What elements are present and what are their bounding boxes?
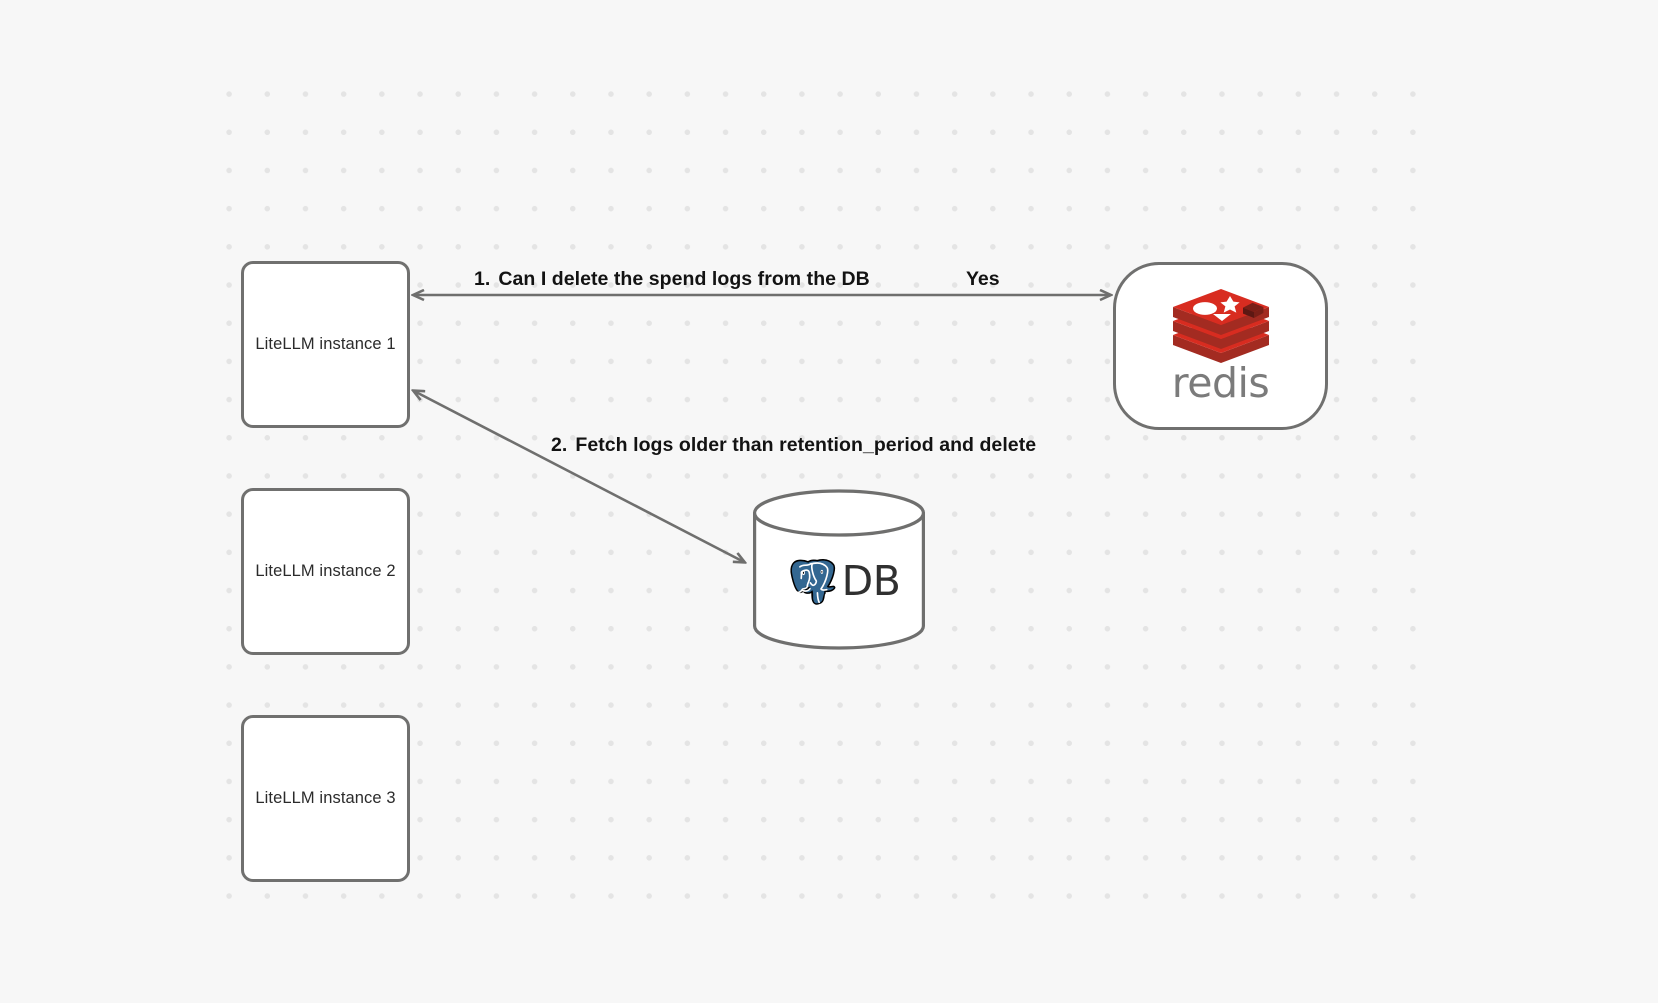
node-label: LiteLLM instance 3 [255,788,396,807]
node-litellm-instance-2[interactable]: LiteLLM instance 2 [241,488,410,655]
redis-wordmark: redis [1171,358,1270,407]
edge-1-reply-label: Yes [966,268,1000,290]
db-content: DB [752,535,926,627]
edge-2-number: 2. [551,434,568,456]
redis-logo-icon [1172,288,1269,363]
node-redis[interactable]: redis [1113,262,1328,430]
node-litellm-instance-3[interactable]: LiteLLM instance 3 [241,715,410,882]
cylinder-shape-icon [752,489,926,650]
db-label: DB [841,556,901,605]
edge-1-text: Can I delete the spend logs from the DB [498,268,870,290]
node-label: LiteLLM instance 2 [255,561,396,580]
node-litellm-instance-1[interactable]: LiteLLM instance 1 [241,261,410,428]
edge-2-text: Fetch logs older than retention_period a… [575,434,1037,456]
edge-2-label: 2. Fetch logs older than retention_period… [551,434,1036,457]
postgresql-elephant-icon [789,559,836,605]
node-database[interactable]: DB [752,489,926,650]
edge-1-label: 1. Can I delete the spend logs from the D… [474,268,870,291]
node-label: LiteLLM instance 1 [255,334,396,353]
edge-litellm1-db [414,391,744,562]
edge-1-number: 1. [474,268,491,290]
